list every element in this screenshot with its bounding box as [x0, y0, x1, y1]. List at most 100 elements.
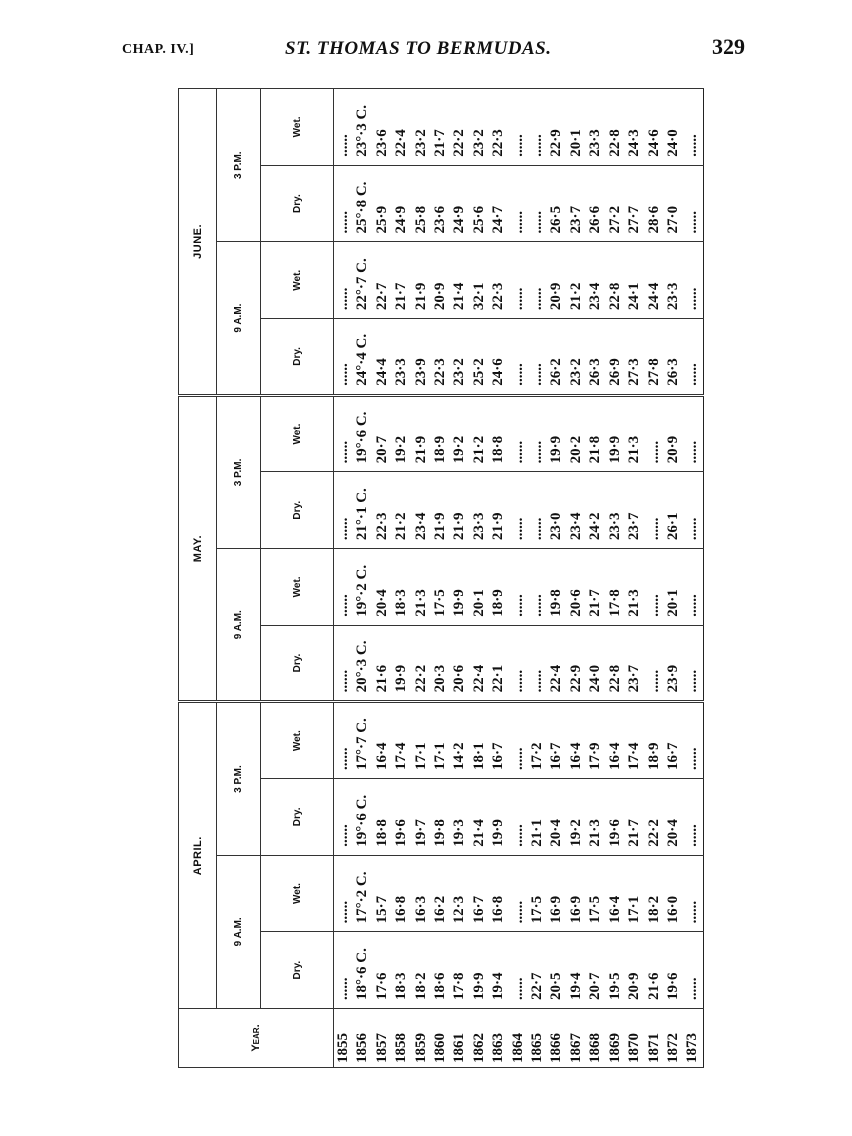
- temperature-cell: 17·6: [372, 931, 393, 1009]
- year-cell: 1858: [392, 1008, 412, 1068]
- temperature-cell: 25°·8 C.: [353, 165, 373, 242]
- temperature-cell: 19·8: [431, 778, 451, 856]
- temperature-cell: 22·9: [566, 625, 587, 702]
- time-header: 3 P.M.: [216, 88, 261, 242]
- temperature-cell: 26·2: [547, 318, 567, 396]
- temperature-cell: 12·3: [450, 855, 470, 932]
- temperature-cell: 21·3: [411, 548, 432, 626]
- temperature-cell: 16·4: [372, 701, 393, 779]
- temperature-cell: 18·2: [411, 931, 432, 1009]
- temperature-cell: 19·5: [605, 931, 626, 1009]
- temperature-cell: 19·6: [663, 931, 684, 1009]
- temperature-cell: ......: [683, 241, 704, 319]
- temperature-cell: 18·2: [644, 855, 664, 932]
- year-header: Year.: [178, 1008, 334, 1068]
- temperature-cell: 20·3: [431, 625, 451, 702]
- temperature-cell: ......: [528, 88, 548, 166]
- temperature-cell: 22·3: [372, 471, 393, 549]
- temperature-cell: ......: [683, 625, 704, 702]
- temperature-cell: 17°·7 C.: [353, 701, 373, 779]
- temperature-table: Year. APRIL. MAY. JUNE. 9 A.M. 3 P.M. 9 …: [178, 88, 704, 1068]
- month-header-may: MAY.: [178, 395, 217, 702]
- temperature-cell: 24°·4 C.: [353, 318, 373, 396]
- temperature-cell: 21·2: [469, 395, 490, 472]
- temperature-cell: 16·9: [566, 855, 587, 932]
- temperature-cell: 20·9: [431, 241, 451, 319]
- temperature-cell: 22·8: [605, 241, 626, 319]
- temperature-cell: 28·6: [644, 165, 664, 242]
- temperature-cell: ......: [683, 88, 704, 166]
- temperature-cell: 23·2: [411, 88, 432, 166]
- temperature-cell: 23·7: [566, 165, 587, 242]
- temperature-cell: 26·1: [663, 471, 684, 549]
- temperature-cell: 17·1: [431, 701, 451, 779]
- temperature-cell: 21·2: [566, 241, 587, 319]
- dry-column-header: Dry.: [260, 165, 334, 242]
- temperature-cell: 22·3: [489, 88, 509, 166]
- temperature-cell: 24·7: [489, 165, 509, 242]
- temperature-cell: ......: [683, 548, 704, 626]
- temperature-cell: 22·4: [469, 625, 490, 702]
- dry-column-header: Dry.: [260, 318, 334, 396]
- temperature-cell: 16·7: [663, 701, 684, 779]
- temperature-cell: 16·3: [411, 855, 432, 932]
- temperature-cell: 16·7: [469, 855, 490, 932]
- temperature-cell: ......: [333, 548, 354, 626]
- temperature-cell: 24·9: [450, 165, 470, 242]
- temperature-cell: 21·7: [586, 548, 606, 626]
- temperature-cell: 16·7: [547, 701, 567, 779]
- temperature-cell: 16·4: [566, 701, 587, 779]
- temperature-cell: 21·4: [469, 778, 490, 856]
- temperature-cell: ......: [683, 471, 704, 549]
- temperature-cell: 17·1: [411, 701, 432, 779]
- year-cell: 1857: [372, 1008, 393, 1068]
- temperature-cell: 21·7: [625, 778, 645, 856]
- year-cell: 1869: [605, 1008, 626, 1068]
- year-cell: 1865: [528, 1008, 548, 1068]
- temperature-cell: 19·6: [605, 778, 626, 856]
- temperature-cell: ......: [508, 855, 529, 932]
- temperature-cell: ......: [333, 855, 354, 932]
- temperature-cell: 19·9: [489, 778, 509, 856]
- temperature-cell: 16·9: [547, 855, 567, 932]
- temperature-cell: ......: [683, 931, 704, 1009]
- temperature-cell: 23°·3 C.: [353, 88, 373, 166]
- temperature-cell: 16·8: [392, 855, 412, 932]
- temperature-cell: 17°·2 C.: [353, 855, 373, 932]
- temperature-cell: 26·3: [586, 318, 606, 396]
- year-cell: 1870: [625, 1008, 645, 1068]
- temperature-cell: 21·3: [625, 395, 645, 472]
- temperature-cell: 25·2: [469, 318, 490, 396]
- temperature-cell: ......: [683, 778, 704, 856]
- temperature-cell: 23·3: [663, 241, 684, 319]
- temperature-cell: 22·8: [605, 88, 626, 166]
- temperature-cell: ......: [333, 625, 354, 702]
- temperature-cell: 21·3: [586, 778, 606, 856]
- temperature-cell: ......: [508, 778, 529, 856]
- temperature-cell: 21·9: [411, 395, 432, 472]
- temperature-cell: 23·6: [431, 165, 451, 242]
- temperature-cell: 18·6: [431, 931, 451, 1009]
- wet-column-header: Wet.: [260, 88, 334, 166]
- temperature-cell: ......: [333, 931, 354, 1009]
- temperature-cell: 20·9: [547, 241, 567, 319]
- temperature-cell: ......: [508, 471, 529, 549]
- temperature-cell: 23·3: [392, 318, 412, 396]
- temperature-cell: 22·1: [489, 625, 509, 702]
- temperature-cell: 22·7: [372, 241, 393, 319]
- temperature-cell: ......: [683, 395, 704, 472]
- temperature-cell: 25·9: [372, 165, 393, 242]
- temperature-cell: ......: [644, 395, 664, 472]
- temperature-cell: 20·7: [586, 931, 606, 1009]
- month-header-june: JUNE.: [178, 88, 217, 396]
- temperature-cell: 19·4: [566, 931, 587, 1009]
- temperature-cell: 19·9: [392, 625, 412, 702]
- temperature-cell: 19·3: [450, 778, 470, 856]
- temperature-cell: 23·3: [605, 471, 626, 549]
- temperature-cell: 20·6: [450, 625, 470, 702]
- year-cell: 1862: [469, 1008, 490, 1068]
- month-header-april: APRIL.: [178, 701, 217, 1009]
- temperature-cell: 19·2: [450, 395, 470, 472]
- temperature-cell: 16·8: [489, 855, 509, 932]
- year-cell: 1859: [411, 1008, 432, 1068]
